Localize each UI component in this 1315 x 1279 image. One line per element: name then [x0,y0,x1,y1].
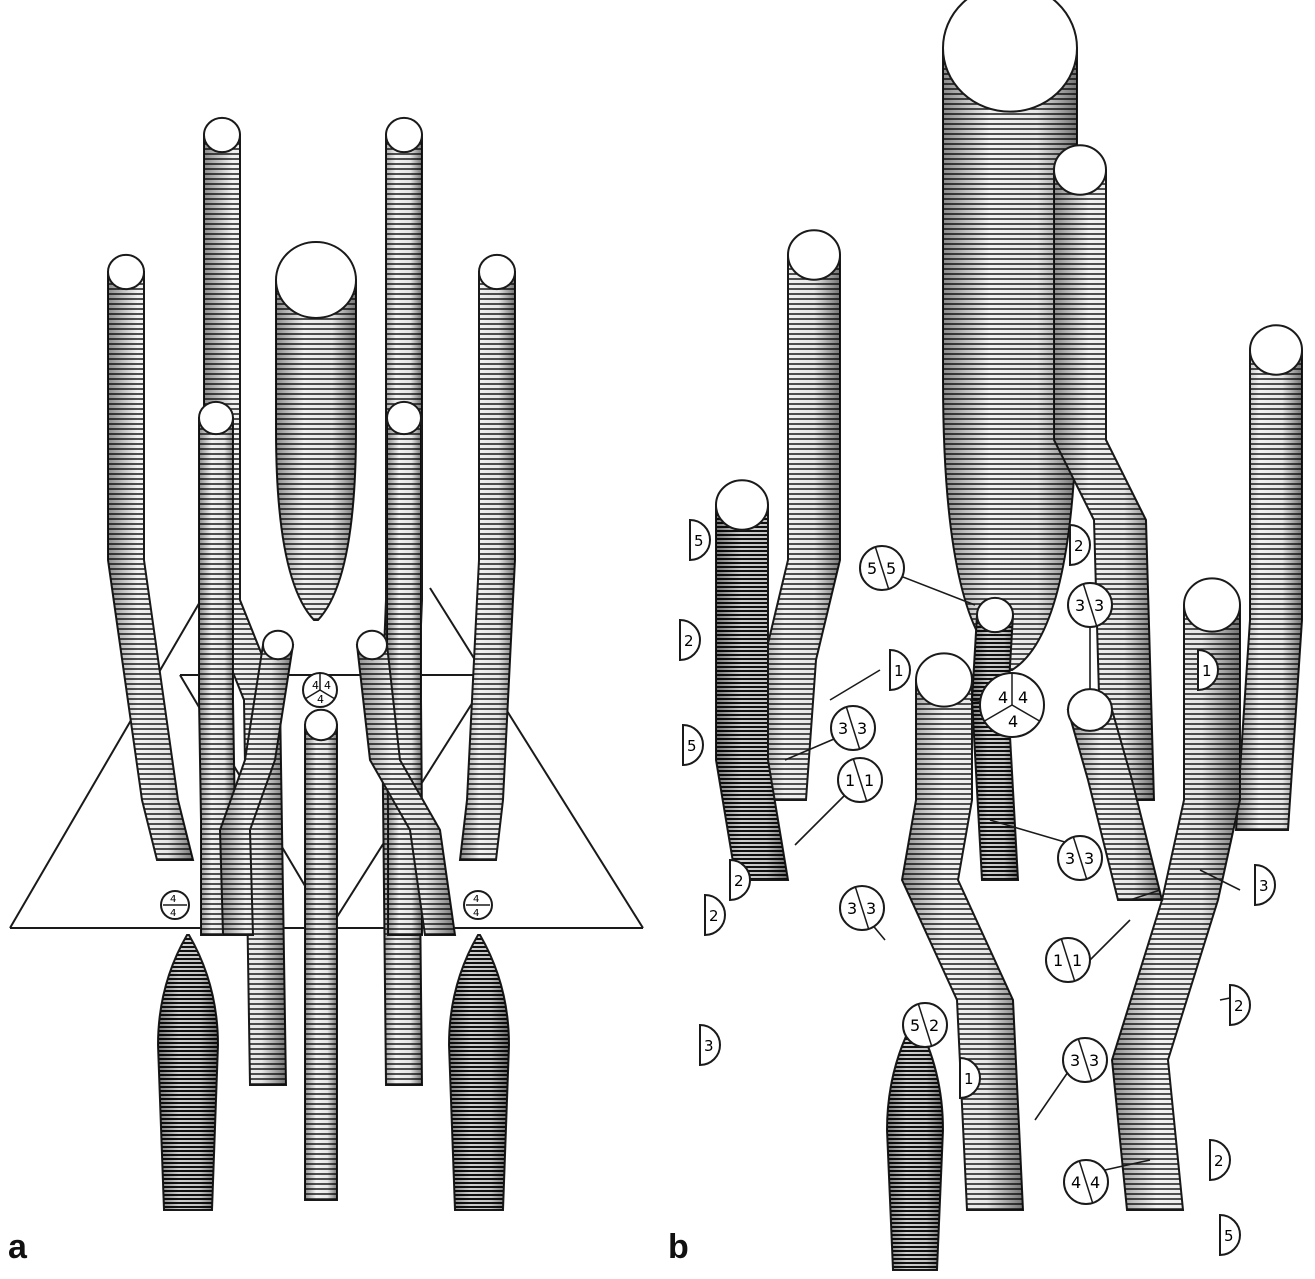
half-badge-b-text: 3 [704,1037,714,1055]
circle-badge-b-text: 3 [866,899,876,918]
half-badge-b-text: 1 [894,662,904,680]
half-badge-b-text: 2 [709,907,719,925]
right-badge-a-text-1: 4 [473,894,479,905]
half-badge-b-text: 3 [1259,877,1269,895]
half-badge-b-text: 2 [1234,997,1244,1015]
tube-a-bottom-right-bulb [449,935,509,1210]
tube-a-center-taper [276,242,356,620]
circle-badge-b-text: 1 [864,771,874,790]
half-badge-b: 2 [1070,525,1090,565]
half-badge-b: 5 [690,520,710,560]
half-badge-b: 5 [683,725,703,765]
center-badge-a: 4 4 4 [303,673,337,707]
left-badge-a-text-1: 4 [170,894,176,905]
circle-badge-b-text: 3 [1094,596,1104,615]
half-badge-b: 5 [1220,1215,1240,1255]
circle-badge-b: 33 [840,886,884,930]
tube-b-far-right [1236,325,1302,830]
panel-b-tubes [716,0,1302,1270]
circle-badge-b-text: 1 [1072,951,1082,970]
center-badge-a-text-3: 4 [317,693,324,706]
circle-badge-b-text: 5 [886,559,896,578]
half-badge-b-text: 1 [964,1070,974,1088]
left-badge-a: 4 4 [161,891,189,919]
circle-badge-b-text: 3 [1075,596,1085,615]
panel-a-tubes [108,118,515,1210]
half-badge-b: 1 [890,650,910,690]
tube-a-outer-right [460,255,515,860]
right-badge-a: 4 4 [464,891,492,919]
half-badge-b-text: 5 [1224,1227,1234,1245]
panel-label-b: b [668,1228,689,1267]
tube-b-bottom-left [887,1020,943,1270]
half-badge-b-text: 5 [687,737,697,755]
half-badge-b: 2 [1210,1140,1230,1180]
left-badge-a-text-2: 4 [170,908,176,919]
circle-badge-b-text: 4 [1018,688,1028,707]
circle-badge-b-text: 1 [845,771,855,790]
tube-b-center-small [972,598,1018,880]
circle-badge-b-text: 1 [1053,951,1063,970]
half-badge-b: 3 [1255,865,1275,905]
tube-a-bottom-left-bulb [158,935,218,1210]
circle-badge-b-text: 3 [1070,1051,1080,1070]
circle-badge-b-text: 4 [1008,712,1018,731]
circle-badge-b-text: 5 [867,559,877,578]
circle-badge-b-text: 4 [1090,1173,1100,1192]
half-badge-b-text: 1 [1202,662,1212,680]
circle-badge-b-text: 3 [847,899,857,918]
half-badge-b-text: 2 [1214,1152,1224,1170]
panel-a-drawing: 4 4 4 4 4 4 4 [10,118,643,1210]
half-badge-b-text: 2 [734,872,744,890]
panel-label-a: a [8,1228,27,1267]
center-badge-a-text-2: 4 [324,679,331,692]
tube-a-center-lower [305,710,337,1200]
circle-badge-b-text: 2 [929,1016,939,1035]
leader-line [1085,920,1130,965]
leader-line [830,670,880,700]
half-badge-b-text: 5 [694,532,704,550]
circle-badge-b-text: 3 [857,719,867,738]
half-badge-b-text: 2 [1074,537,1084,555]
half-badge-b: 2 [705,895,725,935]
circle-badge-b-text: 3 [1065,849,1075,868]
circle-badge-b-text: 5 [910,1016,920,1035]
half-badge-b: 2 [1230,985,1250,1025]
center-badge-a-text-1: 4 [312,679,319,692]
half-badge-b-text: 2 [684,632,694,650]
circle-badge-b-text: 3 [1089,1051,1099,1070]
half-badge-b: 3 [700,1025,720,1065]
circle-badge-b-text: 3 [838,719,848,738]
half-badge-b: 2 [680,620,700,660]
right-badge-a-text-2: 4 [473,908,479,919]
circle-badge-b-text: 4 [1071,1173,1081,1192]
circle-badge-b-text: 3 [1084,849,1094,868]
tube-a-outer-left [108,255,193,860]
circle-badge-b-text: 4 [998,688,1008,707]
